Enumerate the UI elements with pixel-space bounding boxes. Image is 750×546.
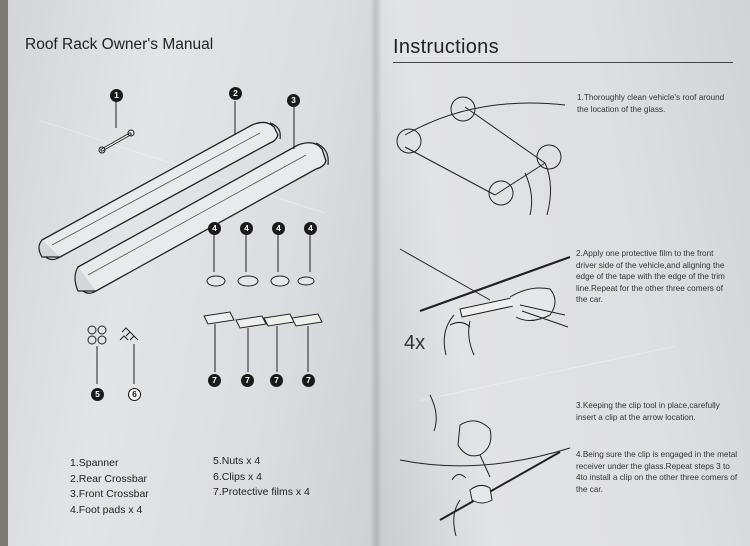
instructions-title: Instructions <box>393 36 499 58</box>
callout-4: 4 <box>208 222 221 235</box>
step-3-illustration <box>429 394 492 478</box>
center-fold <box>370 0 382 546</box>
callout-4: 4 <box>272 222 285 235</box>
spanner-illustration <box>98 100 135 154</box>
callout-4: 4 <box>304 222 317 235</box>
step-1-illustration <box>396 96 566 216</box>
left-page <box>8 0 376 546</box>
step-4-illustration <box>399 447 571 537</box>
step-2-illustration <box>399 248 571 356</box>
callout-5: 5 <box>91 388 104 401</box>
part-item: 2.Rear Crossbar <box>70 472 148 485</box>
step-3-text: 3.Keeping the clip tool in place,careful… <box>576 401 720 422</box>
manual-title: Roof Rack Owner's Manual <box>25 36 214 53</box>
part-item: 1.Spanner <box>70 457 119 469</box>
parts-list-left: 1.Spanner 2.Rear Crossbar 3.Front Crossb… <box>70 456 149 518</box>
callout-1: 1 <box>110 89 123 102</box>
callout-6: 6 <box>128 388 141 401</box>
crossbars-illustration <box>38 101 329 294</box>
step-4-text: 4.Being sure the clip is engaged in the … <box>576 450 738 494</box>
right-page <box>376 0 750 546</box>
step-2-text: 2.Apply one protective film to the front… <box>576 249 725 304</box>
part-item: 5.Nuts x 4 <box>213 455 261 467</box>
callout-7: 7 <box>208 374 221 387</box>
callout-4: 4 <box>240 222 253 235</box>
quantity-label: 4x <box>404 332 426 354</box>
part-item: 7.Protective films x 4 <box>213 486 310 498</box>
callout-7: 7 <box>241 374 254 387</box>
callout-3: 3 <box>287 94 300 107</box>
protective-films-illustration <box>203 311 323 372</box>
part-item: 3.Front Crossbar <box>70 488 149 500</box>
part-item: 4.Foot pads x 4 <box>70 503 143 516</box>
callout-2: 2 <box>229 87 242 100</box>
nuts-clips-illustration <box>87 325 139 384</box>
foot-pads-illustration <box>206 230 315 287</box>
part-item: 6.Clips x 4 <box>213 470 263 483</box>
callout-7: 7 <box>302 374 315 387</box>
parts-list-right: 5.Nuts x 4 6.Clips x 4 7.Protective film… <box>213 454 310 501</box>
title-divider <box>393 62 733 63</box>
callout-7: 7 <box>270 374 283 387</box>
step-1-text: 1.Thoroughly clean vehicle's roof around… <box>577 93 725 114</box>
